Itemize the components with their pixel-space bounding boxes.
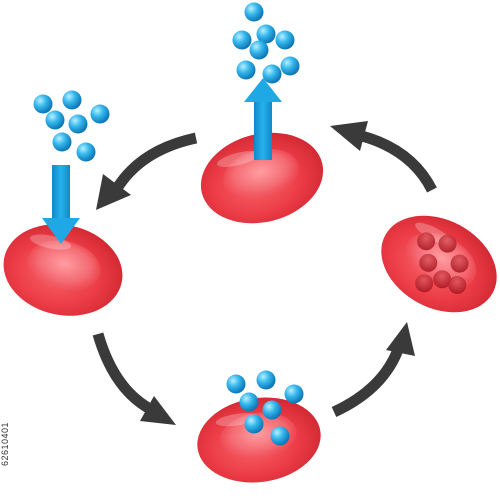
cycle-arrow-bottom-to-right bbox=[331, 322, 415, 417]
molecule-icon bbox=[244, 414, 264, 434]
molecule-icon bbox=[45, 110, 65, 130]
inner-particle bbox=[419, 253, 438, 272]
cycle-arrow-top-to-left bbox=[96, 132, 198, 210]
inner-particle bbox=[417, 232, 436, 251]
molecule-icon bbox=[262, 400, 282, 420]
molecule-icon bbox=[256, 370, 276, 390]
up-arrow-icon bbox=[244, 78, 282, 160]
cell-dimple bbox=[220, 412, 297, 460]
cycle-arrow-right-to-top bbox=[330, 121, 437, 193]
curved-arrow-icon bbox=[360, 130, 437, 193]
molecule-icon bbox=[275, 30, 295, 50]
image-id-label: 62610401 bbox=[0, 421, 10, 467]
cycle-arrow-left-to-bottom bbox=[92, 332, 176, 425]
arrowhead bbox=[96, 174, 131, 210]
up-arrow-shaft bbox=[254, 100, 272, 160]
curved-arrow-icon bbox=[92, 332, 155, 415]
transport-arrows-layer bbox=[42, 78, 282, 244]
molecule-icon bbox=[52, 132, 72, 152]
up-arrow-head bbox=[244, 78, 282, 102]
molecule-icon bbox=[90, 104, 110, 124]
inner-particle bbox=[450, 254, 469, 273]
molecule-icon bbox=[236, 60, 256, 80]
cell-right bbox=[381, 215, 497, 313]
down-arrow-head bbox=[42, 218, 80, 244]
arrowhead bbox=[330, 121, 368, 151]
molecule-icon bbox=[239, 392, 259, 412]
molecules-layer bbox=[33, 2, 304, 446]
molecule-icon bbox=[232, 30, 252, 50]
cell-dimple bbox=[223, 148, 299, 200]
down-arrow-icon bbox=[42, 165, 80, 244]
curved-arrow-icon bbox=[111, 132, 198, 193]
cell-dimple bbox=[27, 240, 101, 292]
cell-highlight bbox=[29, 234, 72, 250]
curved-arrow-icon bbox=[331, 342, 406, 417]
inner-particle bbox=[433, 270, 452, 289]
molecule-icon bbox=[284, 384, 304, 404]
molecule-icon bbox=[270, 426, 290, 446]
down-arrow-shaft bbox=[52, 165, 70, 220]
molecule-icon bbox=[226, 374, 246, 394]
cell-highlight bbox=[216, 151, 260, 167]
molecule-icon bbox=[249, 40, 269, 60]
cells-layer bbox=[3, 132, 497, 483]
cell-bottom bbox=[197, 397, 321, 483]
molecule-icon bbox=[244, 2, 264, 22]
arrowhead bbox=[386, 322, 415, 356]
molecule-icon bbox=[256, 24, 276, 44]
cell-top bbox=[200, 132, 324, 224]
molecule-icon bbox=[76, 142, 96, 162]
inner-particle bbox=[415, 274, 434, 293]
cell-left bbox=[3, 224, 123, 316]
molecule-icon bbox=[262, 64, 282, 84]
molecule-icon bbox=[280, 56, 300, 76]
molecule-icon bbox=[62, 90, 82, 110]
arrowhead bbox=[140, 396, 176, 425]
molecule-icon bbox=[33, 94, 53, 114]
inner-particle bbox=[438, 234, 457, 253]
cycle-arrows-layer bbox=[92, 121, 437, 425]
inner-particle bbox=[448, 276, 467, 295]
molecule-icon bbox=[68, 114, 88, 134]
